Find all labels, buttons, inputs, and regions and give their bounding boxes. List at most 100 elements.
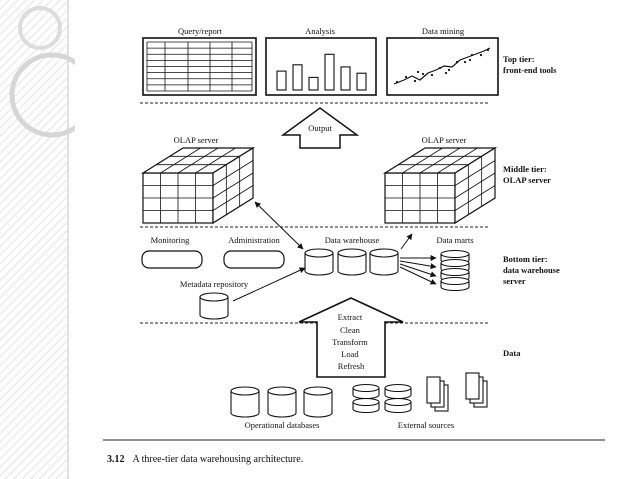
cylinder-top — [369, 248, 399, 258]
analysis-bar — [356, 72, 367, 91]
operational-db-cylinder — [230, 386, 260, 418]
mining-point — [468, 58, 472, 62]
warehouse-cylinders — [304, 248, 399, 276]
analysis-bar — [292, 64, 303, 91]
cylinder-body — [369, 253, 399, 276]
warehouse-to-marts-arrows — [399, 255, 437, 285]
analysis-bar — [276, 70, 287, 91]
metadata-warehouse-link — [232, 267, 306, 302]
mining-point — [421, 72, 425, 76]
external-source-cylinders — [352, 383, 412, 414]
query-report-panel — [142, 37, 257, 96]
cylinder-top — [440, 276, 470, 286]
figure-caption: 3.12 A three-tier data warehousing archi… — [107, 454, 303, 465]
external-source-cylinder — [384, 397, 412, 414]
cylinder-top — [384, 383, 412, 393]
cylinder-top — [440, 249, 470, 259]
cylinder-top — [304, 248, 334, 258]
mining-trend-line — [393, 47, 491, 85]
data-mart-cylinder — [440, 276, 470, 292]
analysis-bar — [308, 76, 319, 91]
cube-grid-line — [437, 147, 478, 174]
cylinder-body — [199, 297, 229, 320]
data-mart-cylinders — [440, 249, 470, 292]
tier-label-middle: Middle tier: OLAP server — [503, 164, 551, 185]
administration-label: Administration — [228, 235, 280, 245]
slide-decoration — [0, 0, 75, 479]
external-sources-label: External sources — [398, 420, 454, 430]
cube-warehouse-link — [254, 201, 304, 250]
mining-point — [416, 70, 420, 74]
cylinder-body — [230, 391, 260, 418]
cylinder-body — [267, 391, 297, 418]
external-source-cylinder — [384, 383, 412, 400]
analysis-bar — [340, 66, 351, 91]
mining-point — [479, 53, 483, 57]
cylinder-top — [267, 386, 297, 396]
analysis-panel — [265, 37, 377, 96]
mining-point — [395, 80, 399, 84]
tool-label-analysis: Analysis — [305, 26, 335, 36]
warehouse-cube-right-link — [400, 233, 413, 250]
tier-label-top: Top tier: front-end tools — [503, 54, 557, 75]
cylinder-top — [303, 386, 333, 396]
cylinder-body — [337, 253, 367, 276]
hatched-band — [0, 0, 68, 479]
cube-grid-line — [212, 172, 254, 199]
decor-ring-large — [9, 52, 75, 138]
metadata-repository-cylinder — [199, 292, 229, 320]
cylinder-top — [230, 386, 260, 396]
cylinder-top — [199, 292, 229, 302]
mining-point — [413, 79, 417, 83]
output-label: Output — [308, 123, 332, 133]
cube-grid-line — [212, 160, 254, 186]
mining-scatter — [395, 48, 490, 84]
mining-point — [404, 75, 408, 79]
cube-grid-line — [419, 147, 461, 174]
tool-label-mining: Data mining — [422, 26, 465, 36]
mining-point — [470, 53, 474, 57]
mining-point — [430, 73, 434, 77]
data-marts-label: Data marts — [436, 235, 473, 245]
mining-point — [455, 60, 459, 64]
cylinder-top — [440, 258, 470, 268]
external-source-cylinder — [352, 383, 380, 400]
warehouse-cylinder — [337, 248, 367, 276]
warehouse-cylinder — [304, 248, 334, 276]
operational-database-cylinders — [230, 386, 333, 418]
cylinder-top — [337, 248, 367, 258]
warehouse-cylinder — [369, 248, 399, 276]
cube-grid-line — [195, 147, 236, 174]
etl-arrow: Extract Clean Transform Load Refresh — [298, 297, 404, 378]
cube-grid-line — [454, 185, 496, 211]
monitoring-box — [141, 250, 203, 269]
olap-server-label-left: OLAP server — [174, 135, 219, 145]
document-page — [426, 376, 441, 404]
mining-point — [463, 60, 467, 64]
external-source-cylinder — [352, 397, 380, 414]
olap-server-label-right: OLAP server — [422, 135, 467, 145]
cube-grid-line — [454, 172, 496, 199]
cylinder-body — [303, 391, 333, 418]
cube-grid-line — [212, 185, 254, 211]
warehouse-label: Data warehouse — [325, 235, 380, 245]
report-table-grid — [146, 41, 253, 92]
operational-databases-label: Operational databases — [245, 420, 320, 430]
document-page — [465, 372, 480, 400]
cube-grid-line — [454, 160, 496, 186]
monitoring-label: Monitoring — [151, 235, 190, 245]
mining-point — [444, 71, 448, 75]
olap-cube-right — [382, 146, 498, 225]
cylinder-top — [440, 267, 470, 277]
external-source-documents — [426, 372, 488, 412]
decor-ring-small — [18, 6, 62, 50]
cube-grid-line — [177, 147, 219, 174]
tier-label-bottom: Bottom tier: data warehouse server — [503, 254, 562, 286]
tool-label-query: Query/report — [178, 26, 223, 36]
caption-text: A three-tier data warehousing architectu… — [132, 454, 303, 465]
operational-db-cylinder — [303, 386, 333, 418]
administration-box — [223, 250, 285, 269]
analysis-bar-chart — [276, 53, 367, 91]
